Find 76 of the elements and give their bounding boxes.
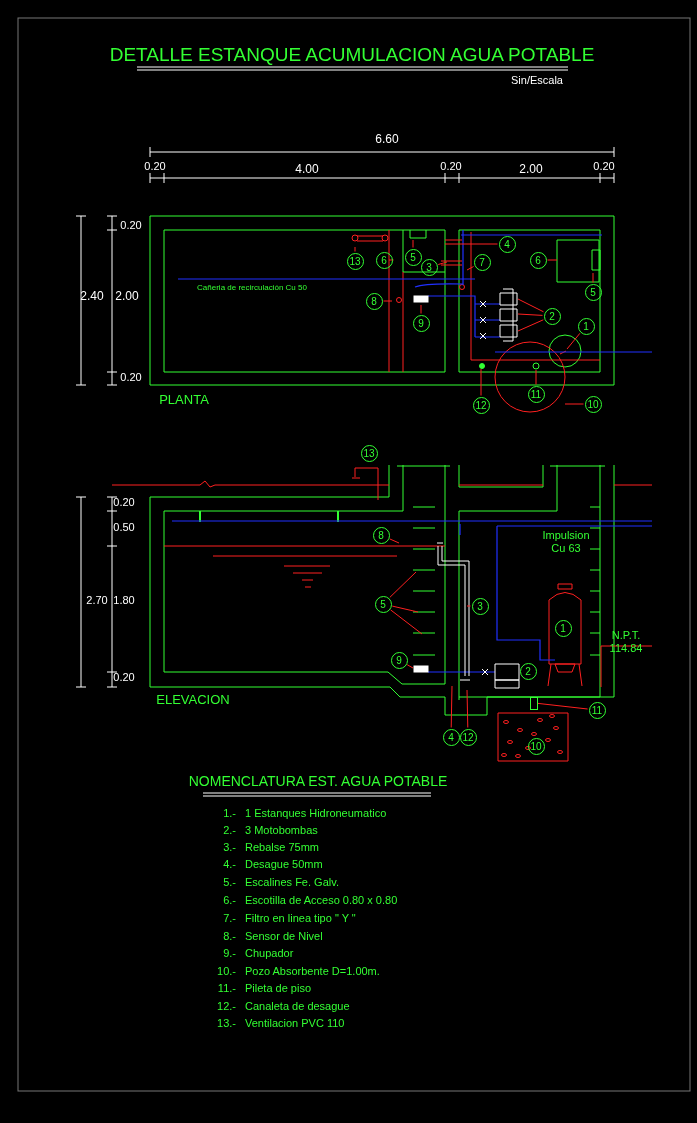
list-text: Escotilla de Acceso 0.80 x 0.80 <box>245 893 398 907</box>
leader-line <box>564 403 584 405</box>
list-number: 7.- <box>223 911 236 925</box>
list-number: 13.- <box>217 1016 236 1030</box>
list-number: 4.- <box>223 857 236 871</box>
list-text: Pozo Absorbente D=1.00m. <box>245 964 380 978</box>
dimension-label: 0.20 <box>120 218 142 232</box>
list-text: Pileta de piso <box>245 981 312 995</box>
dimension-label: 0.20 <box>593 159 615 173</box>
leader-line <box>547 259 558 261</box>
list-text: Filtro en linea tipo " Y " <box>245 911 356 925</box>
dimension-label: 0.20 <box>120 370 142 384</box>
leader-line <box>437 261 448 265</box>
leader-line <box>406 664 414 669</box>
list-text: Ventilacion PVC 110 <box>245 1016 345 1030</box>
list-number: 6.- <box>223 893 236 907</box>
leader-line <box>566 332 581 350</box>
leader-line <box>537 702 589 710</box>
list-text: Desague 50mm <box>245 857 323 871</box>
dimension-label: 1.80 <box>113 593 135 607</box>
leader-line <box>389 538 400 544</box>
dimension-label: 0.20 <box>113 670 135 684</box>
list-number: 1.- <box>223 806 236 820</box>
pipe-label: Cañeria de recirculación Cu 50 <box>197 283 307 293</box>
dimension-label: 0.20 <box>144 159 166 173</box>
list-number: 5.- <box>223 875 236 889</box>
scale-note: Sin/Escala <box>511 73 563 87</box>
dimension-label: 2.70 <box>86 593 108 607</box>
list-text: 3 Motobombas <box>245 823 318 837</box>
list-number: 2.- <box>223 823 236 837</box>
dimension-label: 4.00 <box>295 163 319 177</box>
leader-line <box>389 571 417 598</box>
leader-line <box>354 246 356 252</box>
leader-line <box>383 300 393 302</box>
leader-line <box>466 689 469 728</box>
leader-line <box>592 272 594 283</box>
leader-line <box>461 243 498 245</box>
leader-line <box>390 609 423 635</box>
list-text: Escalines Fe. Galv. <box>245 875 339 889</box>
legend-heading: NOMENCLATURA EST. AGUA POTABLE <box>188 772 448 790</box>
dimension-label: 0.50 <box>113 520 135 534</box>
leader-line <box>466 605 471 607</box>
leader-line <box>420 304 422 314</box>
leader-line <box>388 259 394 261</box>
list-text: 1 Estanques Hidroneumatico <box>245 806 387 820</box>
list-number: 12.- <box>217 999 236 1013</box>
dimension-label: 2.00 <box>519 163 543 177</box>
dimension-label: 6.60 <box>375 133 399 147</box>
leader-line <box>480 368 482 396</box>
list-number: 3.- <box>223 840 236 854</box>
leader-line <box>517 313 543 316</box>
dimension-label: 0.20 <box>440 159 462 173</box>
list-number: 11.- <box>217 981 236 995</box>
view-label: ELEVACION <box>156 692 230 708</box>
pipe-label: Impulsion Cu 63 <box>541 529 591 555</box>
view-label: PLANTA <box>159 392 209 408</box>
dimension-label: 0.20 <box>113 495 135 509</box>
leader-line <box>517 319 544 332</box>
list-number: 9.- <box>223 946 236 960</box>
leader-line <box>517 298 544 313</box>
list-text: Rebalse 75mm <box>245 840 319 854</box>
level-label: N.P.T. 114.84 <box>608 629 644 655</box>
list-text: Chupador <box>245 946 294 960</box>
floor-drain <box>530 696 538 710</box>
dimension-label: 2.00 <box>115 290 139 304</box>
leader-line <box>466 266 475 271</box>
leader-line <box>535 369 537 385</box>
list-text: Sensor de Nivel <box>245 929 323 943</box>
leader-line <box>450 685 453 728</box>
list-number: 10.- <box>217 964 236 978</box>
leader-line <box>412 239 414 248</box>
leader-line <box>391 605 419 613</box>
dimension-label: 2.40 <box>80 290 104 304</box>
list-number: 8.- <box>223 929 236 943</box>
drawing-title: DETALLE ESTANQUE ACUMULACION AGUA POTABLE <box>109 44 595 66</box>
list-text: Canaleta de desague <box>245 999 350 1013</box>
